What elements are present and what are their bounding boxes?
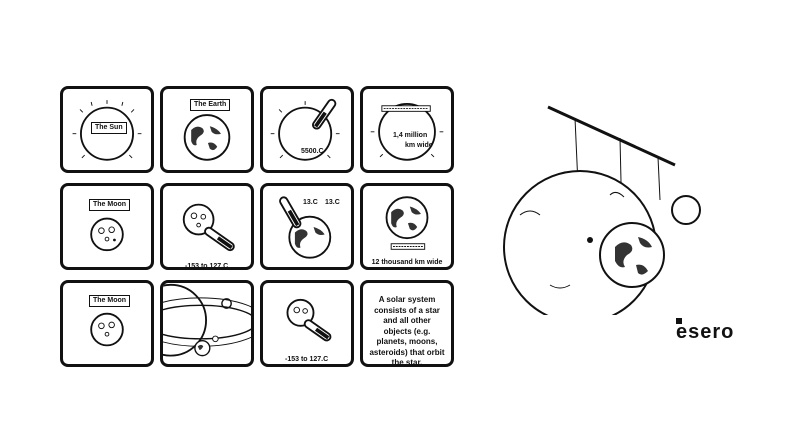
moon-thermometer-icon (182, 203, 235, 252)
mobile-illustration (503, 105, 701, 315)
sun-thermometer-icon (270, 98, 340, 161)
sun-size-line2: km wide (405, 142, 433, 149)
card-the-sun: The Sun (60, 86, 154, 173)
card-earth-size: 12 thousand km wide (360, 183, 454, 270)
card-solar-system-definition: A solar system consists of a star and al… (360, 280, 454, 367)
moon-temperature-range-2: -153 to 127.C (285, 356, 329, 363)
earth-size-value: 12 thousand km wide (371, 259, 443, 266)
sun-size-icon (370, 102, 444, 161)
esero-logo: esero (676, 321, 735, 343)
esero-logo-mark (676, 318, 682, 324)
card-sun-size: 1,4 million km wide (360, 86, 454, 173)
moon-label-2: The Moon (89, 295, 131, 307)
card-earth-temperature: 13.C 13.C (260, 183, 354, 270)
earth-icon (183, 114, 231, 161)
sun-size-line1: 1,4 million (393, 132, 428, 139)
earth-label: The Earth (190, 99, 231, 111)
moon-temperature-range: -153 to 127.C (185, 263, 229, 270)
sun-icon (72, 100, 142, 161)
sun-temperature-value: 5500.C (301, 148, 324, 155)
solar-system-definition: A solar system consists of a star and al… (369, 295, 445, 367)
orbit-icon (163, 283, 251, 357)
moon-icon (90, 217, 124, 252)
card-the-moon: The Moon (60, 183, 154, 270)
earth-size-icon (385, 196, 429, 250)
sun-label: The Sun (91, 122, 127, 134)
card-orbit (160, 280, 254, 367)
card-moon-temperature-2: -153 to 127.C (260, 280, 354, 367)
earth-temperature-left: 13.C (303, 199, 318, 206)
earth-thermometer-icon (279, 196, 332, 259)
moon-icon-2 (90, 312, 124, 347)
card-moon-temperature: -153 to 127.C (160, 183, 254, 270)
card-sun-temperature: 5500.C (260, 86, 354, 173)
card-the-moon-2: The Moon (60, 280, 154, 367)
card-the-earth: The Earth (160, 86, 254, 173)
moon-thermometer-icon-2 (286, 298, 332, 342)
moon-label: The Moon (89, 199, 131, 211)
earth-temperature-right: 13.C (325, 199, 340, 206)
